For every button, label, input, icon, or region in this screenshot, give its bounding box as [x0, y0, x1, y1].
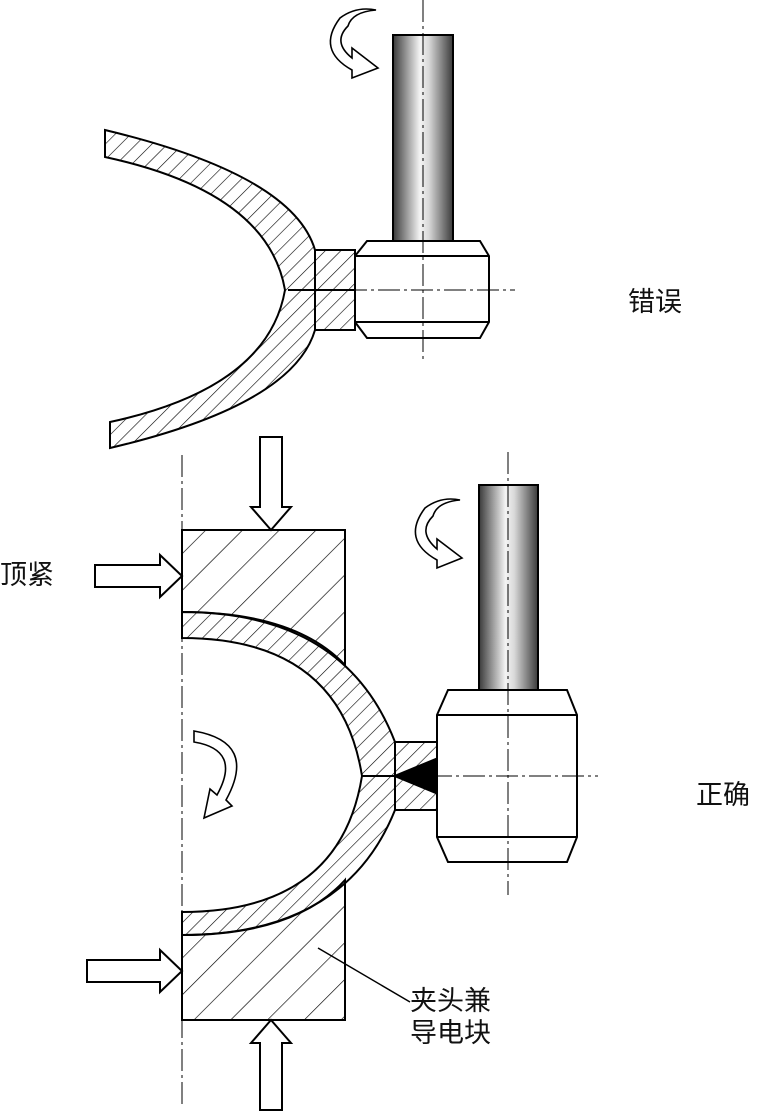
workpiece-rotation-arrow-icon: [193, 730, 238, 820]
up-push-arrow-icon: [248, 1018, 294, 1111]
electrode-rotation-arrow-icon: [414, 498, 464, 570]
label-wrong: 错误: [628, 287, 682, 318]
right-push-arrow-lower-icon: [86, 947, 184, 995]
block-leader-line: [317, 947, 411, 1003]
wrong-assembly: [104, 0, 515, 450]
wrong-shell: [104, 128, 316, 450]
label-correct: 正确: [696, 780, 750, 811]
right-push-arrow-upper-icon: [94, 552, 184, 600]
label-clamp: 顶紧: [0, 560, 54, 591]
label-block-line1: 夹头兼: [410, 986, 491, 1017]
correct-assembly: [86, 436, 598, 1111]
weld-bead: [392, 757, 438, 795]
wrong-rotation-arrow-icon: [329, 8, 380, 80]
down-push-arrow-icon: [248, 436, 294, 532]
label-block-line2: 导电块: [410, 1018, 491, 1049]
correct-shell: [181, 610, 396, 937]
